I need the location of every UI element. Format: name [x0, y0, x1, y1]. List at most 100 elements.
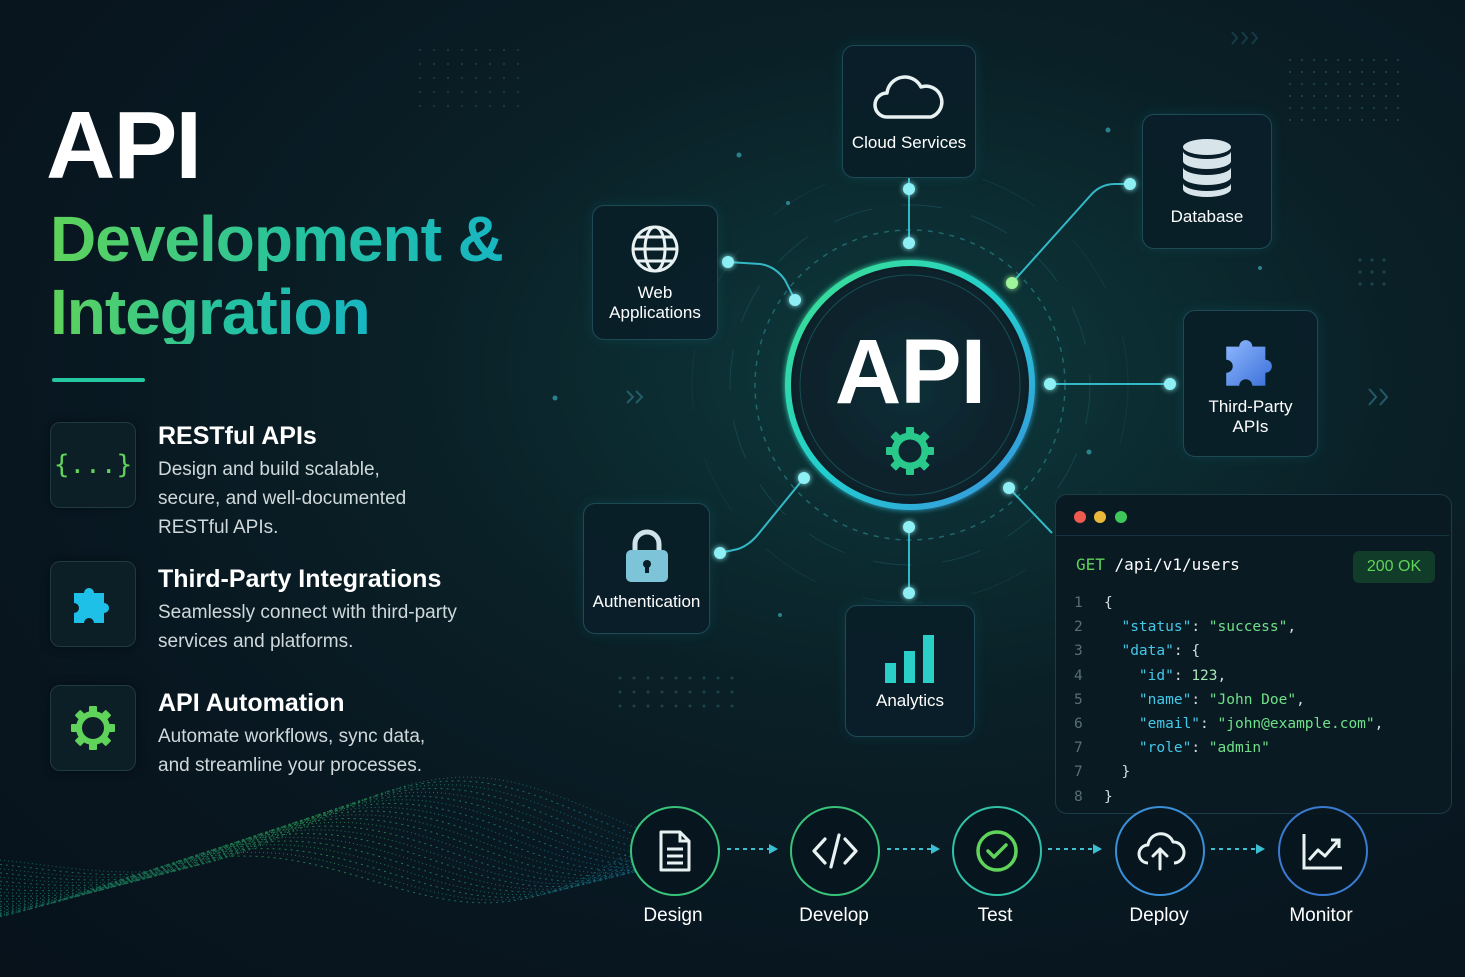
step-deploy[interactable] [1115, 806, 1205, 896]
node-third-party-apis[interactable]: Third-Party APIs [1183, 310, 1318, 457]
line-chart-icon [1302, 834, 1342, 870]
code-line: 8} [1074, 785, 1383, 809]
connector-dot [1006, 277, 1018, 289]
code-line: 3 "data": { [1074, 639, 1383, 663]
check-circle-icon [976, 830, 1018, 872]
feature-desc-line: RESTful APIs. [158, 517, 279, 538]
api-hub-ring [785, 260, 1035, 510]
cloud-upload-icon [1137, 832, 1186, 871]
feature-title-third-party: Third-Party Integrations [158, 565, 442, 593]
line-number: 7 [1074, 740, 1083, 757]
line-number: 3 [1074, 643, 1083, 660]
step-label-develop: Develop [799, 905, 869, 926]
line-number: 1 [1074, 595, 1083, 611]
hub-gear-icon [886, 427, 934, 475]
lock-icon [625, 529, 668, 582]
json-key: "id" [1138, 667, 1174, 684]
line-number: 5 [1074, 691, 1083, 708]
node-label: Authentication [592, 591, 701, 611]
step-develop[interactable] [790, 806, 880, 896]
connector-dot [789, 294, 801, 306]
code-text: } [1104, 764, 1131, 781]
line-number: 8 [1074, 788, 1083, 805]
code-line: 7 "role": "admin" [1074, 736, 1383, 760]
api-hub-inner-ring [799, 274, 1021, 496]
node-label-line: Third-Party [1208, 396, 1293, 416]
node-label: Analytics [875, 691, 945, 710]
status-badge: 200 OK [1353, 551, 1435, 583]
window-minimize-dot[interactable] [1094, 511, 1106, 523]
node-label-line: Web [637, 282, 673, 302]
automation-icon-box [50, 685, 136, 771]
connector-dot [1124, 178, 1136, 190]
connector-dot [903, 183, 915, 195]
json-value: { [1191, 643, 1201, 660]
scatter-dots [552, 127, 1262, 617]
node-database[interactable]: Database [1142, 114, 1272, 249]
gear-icon [71, 706, 115, 750]
connector-dot [1003, 482, 1015, 494]
cloud-icon [873, 74, 944, 119]
code-text: { [1104, 595, 1113, 611]
node-web-applications[interactable]: Web Applications [592, 205, 718, 340]
request-line: GET /api/v1/users [1076, 555, 1240, 574]
feature-desc-line: Automate workflows, sync data, [158, 726, 426, 747]
feature-desc-line: Design and build scalable, [158, 459, 380, 480]
hub-label: API [834, 321, 986, 423]
line-number: 2 [1074, 619, 1083, 636]
step-label-test: Test [977, 905, 1013, 926]
connector-dot [903, 521, 915, 533]
document-icon [659, 830, 691, 872]
connector-database [1011, 183, 1130, 284]
window-close-dot[interactable] [1074, 511, 1086, 523]
line-number: 6 [1074, 715, 1083, 732]
request-path: /api/v1/users [1114, 555, 1240, 574]
connector-web [727, 261, 796, 301]
code-line: 2 "status": "success", [1074, 615, 1383, 639]
json-value: "john@example.com" [1217, 715, 1375, 732]
step-monitor[interactable] [1278, 806, 1368, 896]
json-value: "success" [1208, 619, 1288, 636]
connector-dot [722, 256, 734, 268]
code-line: 4 "id": 123, [1074, 664, 1383, 688]
code-line: 5 "name": "John Doe", [1074, 688, 1383, 712]
step-design[interactable] [630, 806, 720, 896]
feature-desc-third-party: Seamlessly connect with third-party serv… [158, 598, 457, 656]
step-label-monitor: Monitor [1289, 905, 1353, 926]
connector-dot [903, 237, 915, 249]
node-cloud-services[interactable]: Cloud Services [842, 45, 976, 178]
node-label: Database [1170, 206, 1244, 226]
node-authentication[interactable]: Authentication [583, 503, 710, 634]
code-line: 7 } [1074, 760, 1383, 784]
connector-nodes [714, 178, 1176, 599]
window-divider [1056, 535, 1449, 536]
connector-dot [903, 587, 915, 599]
bar-chart-icon [885, 635, 934, 683]
node-analytics[interactable]: Analytics [845, 605, 975, 737]
request-method: GET [1076, 555, 1105, 574]
node-label: Web Applications [609, 283, 701, 323]
connector-auth [719, 477, 805, 554]
json-key: "data" [1121, 643, 1174, 660]
title-api: API [46, 92, 202, 199]
feature-title-automation: API Automation [158, 689, 345, 717]
connector-dot [1164, 378, 1176, 390]
feature-desc-line: and streamline your processes. [158, 755, 423, 776]
json-value: "John Doe" [1208, 691, 1297, 708]
braces-icon: {...} [53, 450, 133, 480]
title-divider [52, 378, 145, 382]
restful-apis-icon-box: {...} [50, 422, 136, 508]
json-value: 123 [1191, 667, 1218, 684]
step-label-design: Design [643, 905, 703, 926]
api-response-window: GET /api/v1/users 200 OK 1 {2 "status": "… [1055, 494, 1452, 814]
json-key: "status" [1121, 619, 1192, 636]
window-maximize-dot[interactable] [1115, 511, 1127, 523]
step-test[interactable] [952, 806, 1042, 896]
connector-dot [714, 547, 726, 559]
connector-dot [798, 472, 810, 484]
node-label-line: Applications [609, 302, 701, 322]
feature-desc-automation: Automate workflows, sync data, and strea… [158, 722, 425, 780]
wave-lines [0, 776, 641, 918]
title-development: Development & [50, 203, 504, 275]
